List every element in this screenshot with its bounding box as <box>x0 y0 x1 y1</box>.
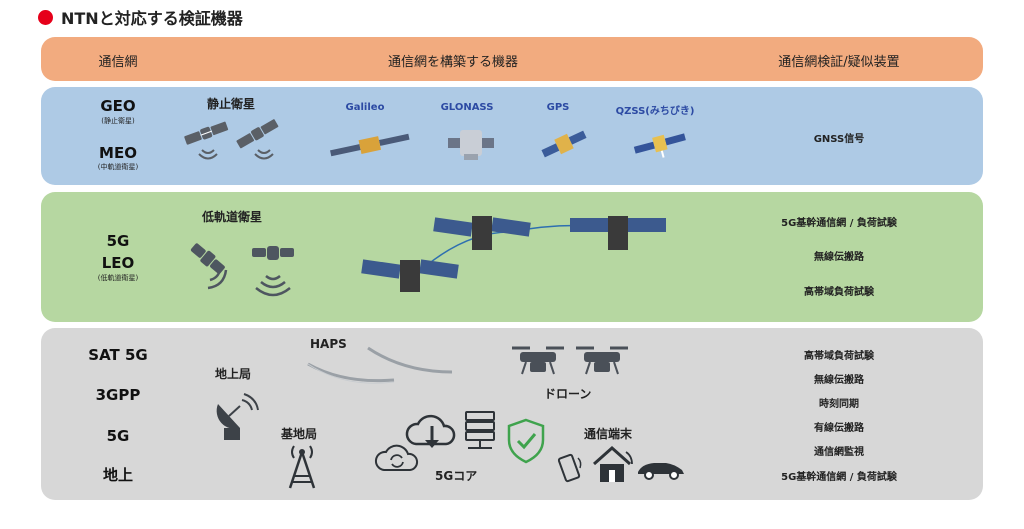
geo-satellite-icon-1 <box>184 121 229 160</box>
base-station-tower-icon <box>288 445 316 489</box>
leo-satellite-icon-2 <box>252 246 294 297</box>
ground-label-terrestrial: 地上 <box>102 466 134 484</box>
satellite-name-qzss: QZSS(みちびき) <box>615 106 695 117</box>
glonass-satellite-icon <box>448 130 494 160</box>
leo-label: LEO <box>101 254 135 272</box>
gnss-signal-label: GNSS信号 <box>813 134 865 145</box>
cloud-sync-icon <box>375 444 419 471</box>
leo-satellite-illustration-2 <box>433 216 531 250</box>
geostationary-label: 静止衛星 <box>207 97 256 111</box>
ground-label-sat5g: SAT 5G <box>88 346 148 364</box>
meo-label: MEO <box>99 144 137 162</box>
geo-sub-label: (静止衛星) <box>101 117 135 125</box>
car-icon <box>638 463 684 480</box>
leo-satellite-icon-1 <box>190 243 228 290</box>
leo-right-item-3: 高帯域負荷試験 <box>804 287 874 298</box>
home-icon <box>593 445 633 482</box>
core-label: 5Gコア <box>435 469 478 483</box>
cloud-download-icon <box>405 414 456 448</box>
satellite-name-gps: GPS <box>546 102 570 113</box>
server-icon <box>465 411 495 449</box>
haps-label: HAPS <box>310 337 347 351</box>
satellite-name-galileo: Galileo <box>345 102 385 113</box>
galileo-satellite-icon <box>330 133 410 157</box>
ground-right-item-2: 無線伝搬路 <box>814 375 864 386</box>
ground-label-5g: 5G <box>106 427 130 445</box>
geo-satellite-icon-2 <box>236 119 279 160</box>
geo-label: GEO <box>100 97 136 115</box>
leo-5g-label: 5G <box>106 232 130 250</box>
ground-right-item-4: 有線伝搬路 <box>814 423 864 434</box>
qzss-satellite-icon <box>633 133 686 158</box>
gps-satellite-icon <box>541 130 587 158</box>
red-dot-icon <box>38 9 53 25</box>
header-devices: 通信網を構築する機器 <box>387 55 519 70</box>
leo-satellite-label: 低軌道衛星 <box>202 210 263 224</box>
ground-station-dish-icon <box>216 393 259 440</box>
leo-right-item-1: 5G基幹通信網 / 負荷試験 <box>781 218 897 229</box>
ground-label-3gpp: 3GPP <box>95 386 141 404</box>
smartphone-icon <box>557 453 582 483</box>
meo-sub-label: (中軌道衛星) <box>97 163 139 171</box>
leo-sub-label: (低軌道衛星) <box>97 274 139 282</box>
ground-station-label: 地上局 <box>215 367 252 381</box>
drone-label: ドローン <box>544 387 592 401</box>
ground-right-item-3: 時刻同期 <box>819 399 859 410</box>
header-band <box>41 37 983 81</box>
base-station-label: 基地局 <box>281 427 318 441</box>
leo-satellite-illustration-1 <box>361 259 459 292</box>
satellite-name-glonass: GLONASS <box>440 102 494 113</box>
ground-right-item-1: 高帯域負荷試験 <box>804 351 874 362</box>
leo-band <box>41 192 983 322</box>
ground-right-item-5: 通信網監視 <box>814 447 864 458</box>
leo-satellite-illustration-3 <box>570 216 666 250</box>
security-shield-icon <box>507 418 545 464</box>
haps-aircraft-icon <box>307 346 453 384</box>
page-title: NTNと対応する検証機器 <box>38 6 243 28</box>
drone-icon-1 <box>512 346 564 375</box>
drone-icon-2 <box>576 346 628 375</box>
header-verification: 通信網検証/疑似装置 <box>778 55 900 70</box>
leo-right-item-2: 無線伝搬路 <box>814 252 864 263</box>
ground-right-item-6: 5G基幹通信網 / 負荷試験 <box>781 472 897 483</box>
terminal-label: 通信端末 <box>584 427 633 441</box>
ground-band <box>41 328 983 500</box>
title-text: NTNと対応する検証機器 <box>61 9 243 28</box>
header-network: 通信網 <box>98 55 138 70</box>
